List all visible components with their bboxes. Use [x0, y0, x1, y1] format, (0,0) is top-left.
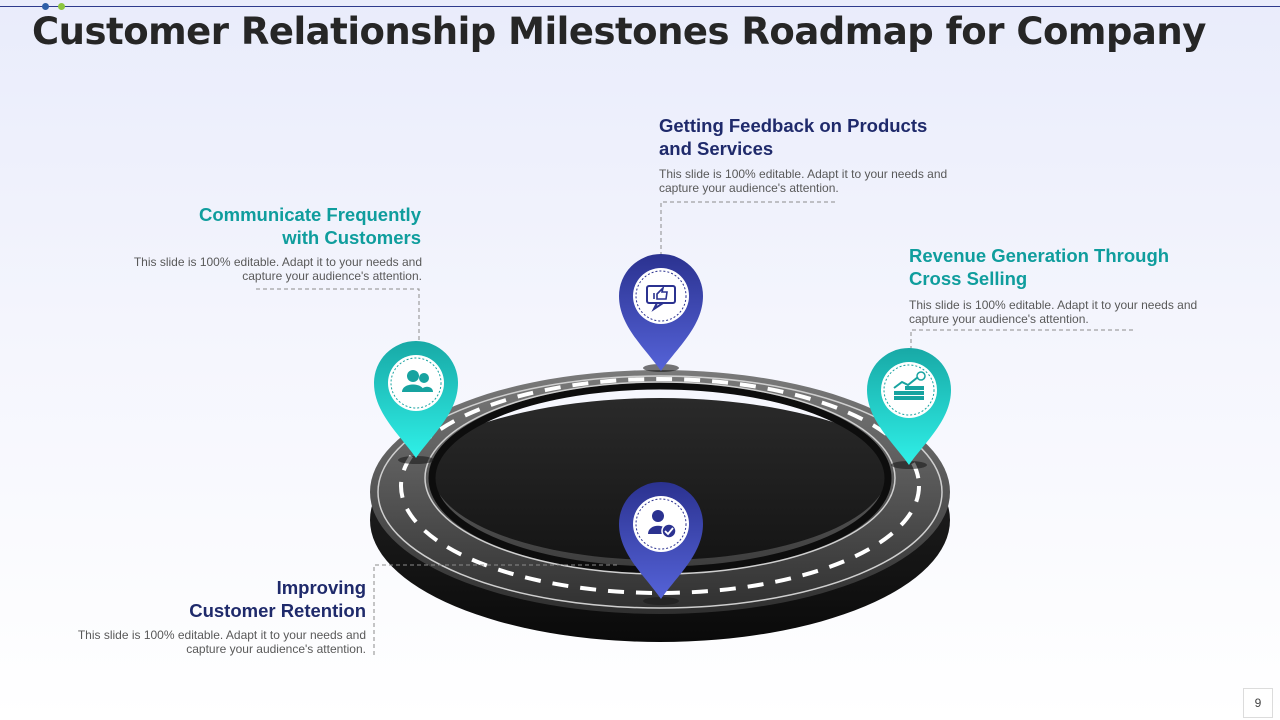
milestone-revenue-description: This slide is 100% editable. Adapt it to… [909, 298, 1197, 326]
description-line: This slide is 100% editable. Adapt it to… [909, 298, 1198, 312]
connector-line-communicate [256, 288, 420, 346]
milestone-revenue-title: Revenue Generation Through Cross Selling [909, 244, 1169, 290]
milestone-communicate-description: This slide is 100% editable. Adapt it to… [134, 255, 422, 283]
customer-check-icon [648, 510, 677, 539]
connector-line-revenue [910, 329, 1133, 350]
page-number: 9 [1243, 688, 1273, 718]
description-line: This slide is 100% editable. Adapt it to… [133, 255, 422, 269]
description-line: capture your audience's attention. [659, 181, 839, 195]
map-pin-communicate [374, 341, 458, 458]
connector-line-feedback [660, 201, 835, 255]
description-line: This slide is 100% editable. Adapt it to… [77, 628, 366, 642]
top-accent-dot-blue [42, 3, 49, 10]
title-line: Customer Retention [189, 600, 366, 621]
top-accent-dot-green [58, 3, 65, 10]
title-line: Improving [276, 577, 366, 598]
road-center-dashes [399, 377, 921, 595]
top-accent-line [0, 6, 1280, 7]
title-line: Revenue Generation Through [909, 245, 1170, 266]
map-pin-revenue [867, 348, 951, 465]
title-line: Getting Feedback on Products [659, 115, 928, 136]
description-line: capture your audience's attention. [242, 269, 422, 283]
pin-shadow [643, 597, 679, 605]
milestone-communicate-title: Communicate Frequently with Customers [199, 203, 421, 249]
revenue-growth-icon [893, 371, 926, 400]
title-line: and Services [659, 138, 774, 159]
title-line: with Customers [282, 227, 421, 248]
pin-shadow [398, 456, 434, 464]
users-icon [402, 370, 433, 392]
milestone-feedback-title: Getting Feedback on Products and Service… [659, 114, 927, 160]
map-pin-retention [619, 482, 703, 599]
road-outer-edge-line [377, 375, 943, 609]
description-line: capture your audience's attention. [909, 312, 1089, 326]
milestone-feedback-description: This slide is 100% editable. Adapt it to… [659, 167, 947, 195]
milestone-retention-description: This slide is 100% editable. Adapt it to… [78, 628, 366, 656]
map-pin-feedback [619, 254, 703, 371]
description-line: This slide is 100% editable. Adapt it to… [659, 167, 948, 181]
description-line: capture your audience's attention. [186, 642, 366, 656]
feedback-chat-icon [646, 285, 676, 312]
connector-line-retention [373, 564, 620, 655]
title-line: Communicate Frequently [198, 204, 421, 225]
milestone-retention-title: Improving Customer Retention [189, 576, 366, 622]
title-line: Cross Selling [909, 268, 1028, 289]
slide-title: Customer Relationship Milestones Roadmap… [32, 10, 1206, 53]
